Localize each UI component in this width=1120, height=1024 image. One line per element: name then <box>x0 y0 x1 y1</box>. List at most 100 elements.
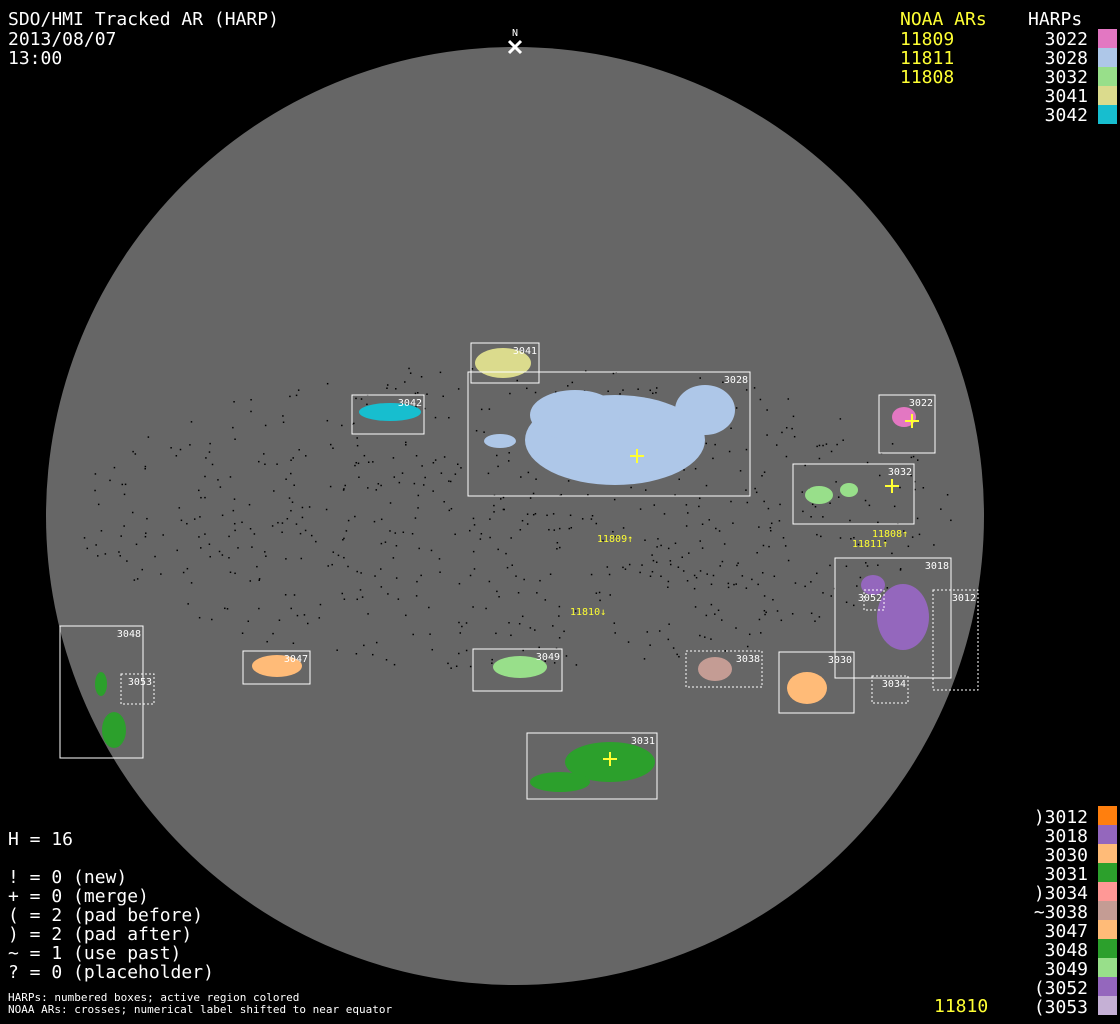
active-region-3048 <box>102 712 126 748</box>
active-region-3042 <box>359 403 421 421</box>
harp-box-label: 3047 <box>284 654 308 665</box>
harp-legend-item: 3032 <box>1044 67 1088 88</box>
harp-legend-item: 3018 <box>1044 826 1088 847</box>
harp-color-swatch <box>1098 977 1117 996</box>
active-region-3031 <box>530 772 590 792</box>
harp-legend-item: 3031 <box>1044 864 1088 885</box>
active-region-3032 <box>805 486 833 504</box>
active-region-3028 <box>675 385 735 435</box>
time: 13:00 <box>8 48 63 69</box>
harp-color-swatch <box>1098 29 1117 48</box>
noaa-cross-icon <box>630 449 644 463</box>
harp-box-3032[interactable] <box>792 463 915 525</box>
north-label: N <box>512 28 518 39</box>
harp-color-swatch <box>1098 920 1117 939</box>
harp-box-label: 3032 <box>888 467 912 478</box>
active-region-3049 <box>493 656 547 678</box>
harp-box-label: 3031 <box>631 736 655 747</box>
noaa-legend-item: 11808 <box>900 67 955 88</box>
harp-box-label: 3012 <box>952 593 976 604</box>
status-count-line: ( = 2 (pad before) <box>8 905 204 926</box>
harp-legend-item: 3030 <box>1044 845 1088 866</box>
harp-legend-item: 3047 <box>1044 921 1088 942</box>
noaa-cross-icon <box>603 752 617 766</box>
harp-legend-item: 3048 <box>1044 940 1088 961</box>
harp-color-swatch <box>1098 86 1117 105</box>
harp-legend-item: (3052 <box>1033 978 1088 999</box>
harp-box-3030[interactable] <box>778 651 855 714</box>
status-count-line: ? = 0 (placeholder) <box>8 962 214 983</box>
harp-box-3052[interactable] <box>863 589 885 611</box>
harp-box-3049[interactable] <box>472 648 563 692</box>
harp-legend-item: 3028 <box>1044 48 1088 69</box>
harp-color-swatch <box>1098 958 1117 977</box>
harp-color-swatch <box>1098 67 1117 86</box>
harp-color-swatch <box>1098 806 1117 825</box>
harp-box-label: 3042 <box>398 398 422 409</box>
harp-legend-item: 3042 <box>1044 105 1088 126</box>
status-count-line: + = 0 (merge) <box>8 886 149 907</box>
harp-color-swatch <box>1098 996 1117 1015</box>
harp-legend-item: (3053 <box>1033 997 1088 1018</box>
noaa-legend-item: 11811 <box>900 48 955 69</box>
noaa-cross-icon <box>885 479 899 493</box>
harp-box-3047[interactable] <box>242 650 311 685</box>
harp-box-label: 3028 <box>724 375 748 386</box>
harp-box-label: 3041 <box>513 346 537 357</box>
harp-box-3038[interactable] <box>685 650 763 688</box>
harp-box-label: 3049 <box>536 652 560 663</box>
harp-color-swatch <box>1098 48 1117 67</box>
harp-count: H = 16 <box>8 829 74 850</box>
harp-box-3012[interactable] <box>932 589 979 691</box>
harp-color-swatch <box>1098 901 1117 920</box>
harp-box-label: 3038 <box>736 654 760 665</box>
harp-box-3022[interactable] <box>878 394 936 454</box>
harp-color-swatch <box>1098 825 1117 844</box>
harp-color-swatch <box>1098 844 1117 863</box>
title: SDO/HMI Tracked AR (HARP) <box>8 9 279 30</box>
active-region-3028 <box>484 434 516 448</box>
active-region-3038 <box>698 657 732 681</box>
status-count-line: ! = 0 (new) <box>8 867 128 888</box>
noaa-ar-marker: 11808↑ <box>872 529 908 540</box>
harp-legend-item: ~3038 <box>1033 902 1088 923</box>
harp-box-3031[interactable] <box>526 732 658 800</box>
active-region-3032 <box>840 483 858 497</box>
harp-box-label: 3034 <box>882 679 906 690</box>
harp-box-3053[interactable] <box>120 673 155 705</box>
noaa-legend-title: NOAA ARs <box>900 9 987 30</box>
harp-color-swatch <box>1098 105 1117 124</box>
harp-box-label: 3048 <box>117 629 141 640</box>
harp-box-3028[interactable] <box>467 371 751 497</box>
active-region-3018 <box>877 584 929 650</box>
harp-legend-item: 3022 <box>1044 29 1088 50</box>
noaa-cross-icon <box>905 414 919 428</box>
active-region-3048 <box>95 672 107 696</box>
active-region-3030 <box>787 672 827 704</box>
noaa-legend-item: 11809 <box>900 29 955 50</box>
harp-box-label: 3052 <box>858 593 882 604</box>
noaa-ar-marker: 11810↓ <box>570 607 606 618</box>
harp-box-3034[interactable] <box>871 675 909 704</box>
harp-box-3018[interactable] <box>834 557 952 679</box>
bottom-noaa-label: 11810 <box>934 996 989 1017</box>
harp-color-swatch <box>1098 863 1117 882</box>
harp-box-3041[interactable] <box>470 342 540 384</box>
harp-legend-item: )3012 <box>1033 807 1088 828</box>
date: 2013/08/07 <box>8 29 117 50</box>
harp-box-3048[interactable] <box>59 625 144 759</box>
active-region-3028 <box>530 390 620 440</box>
noaa-ar-marker: 11809↑ <box>597 534 633 545</box>
footnote-noaa: NOAA ARs: crosses; numerical label shift… <box>8 1003 393 1016</box>
footnote-harps: HARPs: numbered boxes; active region col… <box>8 991 300 1004</box>
north-marker-icon <box>507 39 523 55</box>
harp-box-label: 3053 <box>128 677 152 688</box>
solar-disk <box>46 47 984 985</box>
harp-legend-item: 3049 <box>1044 959 1088 980</box>
status-count-line: ) = 2 (pad after) <box>8 924 193 945</box>
harp-color-swatch <box>1098 939 1117 958</box>
harp-box-label: 3030 <box>828 655 852 666</box>
harp-box-3042[interactable] <box>351 394 425 435</box>
harp-legend-item: )3034 <box>1033 883 1088 904</box>
